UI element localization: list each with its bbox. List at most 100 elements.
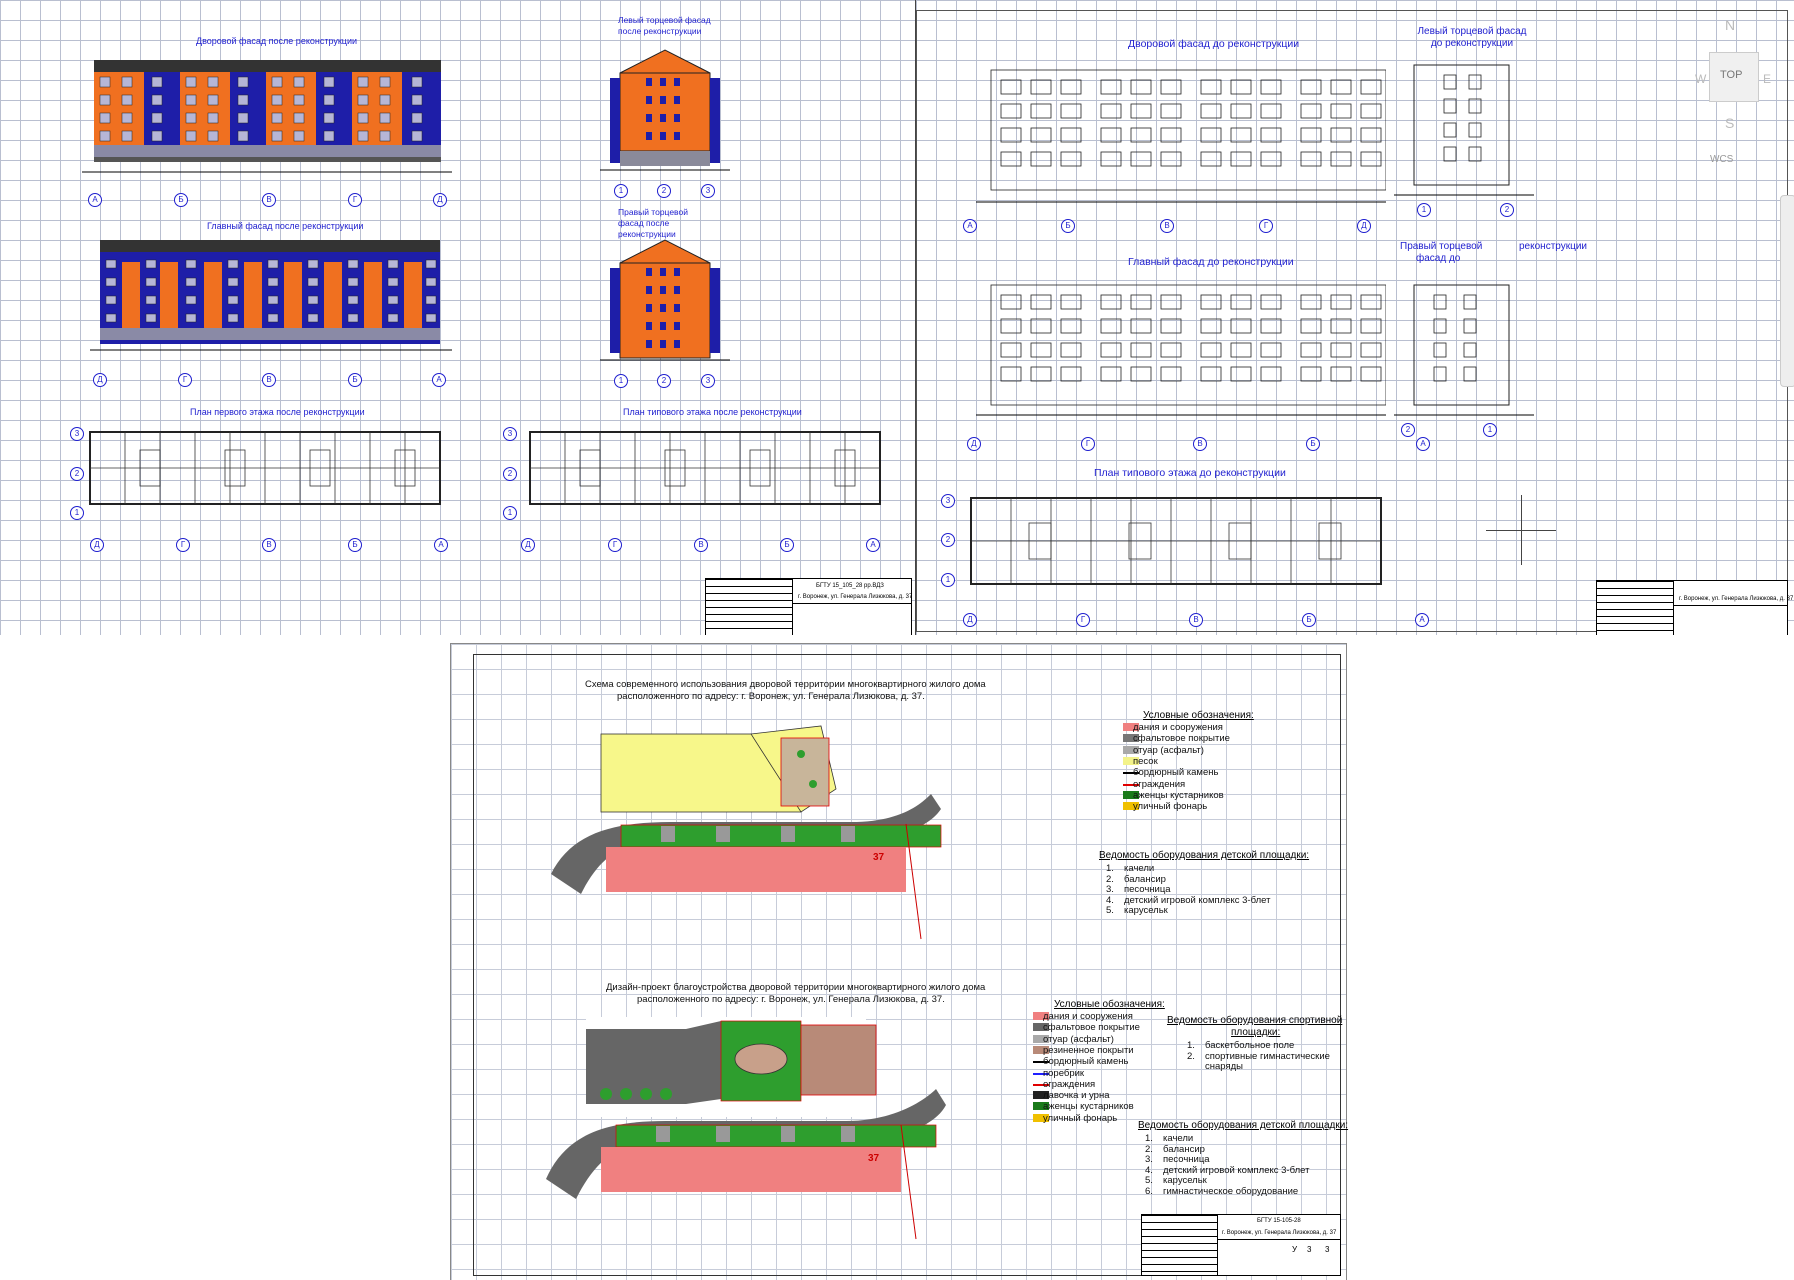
legend2-label: ограждения [1043, 1078, 1096, 1090]
legend2-label: отуар (асфальт) [1043, 1033, 1114, 1045]
right-end-facade-before-title-2: фасад до [1416, 253, 1461, 264]
axis-marker: 2 [503, 467, 517, 481]
legend2-title: Условные обозначения: [1054, 999, 1165, 1010]
axis-marker: 1 [70, 506, 84, 520]
legend1-label: песок [1133, 755, 1158, 767]
equipment2-item: балансир [1163, 1143, 1205, 1155]
axis-marker: Б [780, 538, 794, 552]
axis-marker: 1 [1417, 203, 1431, 217]
axis-marker: Б [1061, 219, 1075, 233]
legend1-label: сфальтовое покрытие [1133, 733, 1230, 745]
equipment2-number: 2. [1145, 1143, 1153, 1155]
building-number: 37 [873, 852, 885, 863]
equipment1-item: песочница [1124, 884, 1171, 895]
axis-marker: А [432, 373, 446, 387]
title-block-left-grid [1597, 581, 1674, 636]
axis-marker: Д [433, 193, 447, 207]
plan-typical-before-title: План типового этажа до реконструкции [1094, 467, 1286, 479]
legend1-swatch [1123, 756, 1139, 765]
building-number-design: 37 [868, 1153, 880, 1164]
axis-marker: 1 [503, 506, 517, 520]
axis-marker: Д [93, 373, 107, 387]
plan-typical-after-drawing [529, 431, 881, 505]
legend2-label: сфальтовое покрытие [1043, 1022, 1140, 1034]
compass-south[interactable]: S [1725, 115, 1735, 131]
legend2-label: дания и сооружения [1043, 1011, 1133, 1022]
axis-marker: Г [1259, 219, 1273, 233]
legend1-swatch [1123, 783, 1139, 786]
equipment2-number: 3. [1145, 1154, 1153, 1165]
crosshair-v [1521, 495, 1522, 565]
axis-marker: 3 [701, 374, 715, 388]
equipment2-item: детский игровой комплекс 3-блет [1163, 1164, 1310, 1176]
legend2-swatch [1033, 1102, 1049, 1111]
view-cube-top-label[interactable]: TOP [1720, 69, 1743, 81]
courtyard-facade-before-drawing [976, 69, 1386, 203]
axis-marker: 1 [614, 374, 628, 388]
axis-marker: А [88, 193, 102, 207]
left-end-facade-before-title: Левый торцевой фасад до реконструкции [1417, 26, 1527, 49]
axis-marker: 1 [941, 573, 955, 587]
design-title-line-2: расположенного по адресу: г. Воронеж, ул… [637, 994, 945, 1005]
equipment2-title: Ведомость оборудования детской площадки: [1138, 1120, 1349, 1131]
existing-courtyard-scheme: 37 [551, 725, 942, 940]
navigation-bar[interactable] [1780, 195, 1794, 387]
equipment1-number: 5. [1106, 905, 1114, 916]
legend2-label: аженцы кустарников [1043, 1101, 1134, 1113]
sheet-frame [473, 654, 1341, 1276]
stamp-address: г. Воронеж, ул. Генерала Лизюкова, д. 37 [1679, 596, 1794, 602]
sheet-before-reconstruction: Дворовой фасад до реконструкции А Б В Г … [916, 0, 1794, 637]
axis-marker: Г [1081, 437, 1095, 451]
axis-marker: А [866, 538, 880, 552]
stamp-address: г. Воронеж, ул. Генерала Лизюкова, д. 37 [1222, 1230, 1337, 1236]
legend1-swatch [1123, 745, 1139, 754]
legend1-swatch [1123, 790, 1139, 799]
main-facade-before-drawing [976, 284, 1386, 416]
legend2-label: поребрик [1043, 1067, 1085, 1079]
plan-first-after-drawing [89, 431, 441, 505]
sport-equipment-title-1: Ведомость оборудования спортивной [1167, 1015, 1343, 1026]
axis-marker: Г [178, 373, 192, 387]
axis-marker: 1 [614, 184, 628, 198]
legend2-swatch [1033, 1045, 1049, 1054]
right-end-facade-before-drawing [1394, 284, 1534, 416]
axis-marker: В [694, 538, 708, 552]
legend2-swatch [1033, 1113, 1049, 1122]
axis-marker: А [1415, 613, 1429, 627]
axis-marker: 2 [657, 184, 671, 198]
right-end-facade-after-drawing [600, 239, 730, 361]
legend2-label: уличный фонарь [1043, 1112, 1118, 1124]
equipment1-item: детский игровой комплекс 3-блет [1124, 894, 1271, 906]
view-cube-top-face[interactable]: TOP [1709, 52, 1759, 102]
sport-equipment-item: спортивные гимнастические [1205, 1050, 1330, 1062]
legend1-label: уличный фонарь [1133, 801, 1208, 813]
equipment1-number: 1. [1106, 863, 1114, 874]
axis-marker: А [963, 219, 977, 233]
axis-marker: Б [348, 373, 362, 387]
equipment1-title: Ведомость оборудования детской площадки: [1099, 850, 1310, 861]
axis-marker: А [434, 538, 448, 552]
equipment2-item: качели [1163, 1133, 1194, 1144]
equipment2-number: 6. [1145, 1185, 1153, 1197]
scheme-title-line-1: Схема современного использования дворово… [585, 679, 986, 690]
stamp-address: г. Воронеж, ул. Генерала Лизюкова, д. 37 [798, 594, 913, 600]
compass-west[interactable]: W [1695, 72, 1707, 86]
legend2-label: резиненное покрыти [1043, 1044, 1134, 1056]
view-cube[interactable]: N W E TOP S WCS [1695, 17, 1793, 168]
axis-marker: 2 [657, 374, 671, 388]
compass-north[interactable]: N [1725, 17, 1736, 33]
design-title-line-1: Дизайн-проект благоустройства дворовой т… [606, 982, 986, 993]
equipment1-number: 4. [1106, 894, 1114, 906]
title-block: БГТУ 15_105_28 рр.ВДЗ г. Воронеж, ул. Ге… [705, 578, 912, 637]
legend2-swatch [1033, 1023, 1049, 1032]
axis-marker: Г [176, 538, 190, 552]
compass-east[interactable]: E [1763, 72, 1772, 86]
legend1-swatch [1123, 772, 1139, 775]
wcs-menu[interactable]: WCS [1710, 154, 1734, 165]
sport-equipment-number: 1. [1187, 1040, 1195, 1051]
